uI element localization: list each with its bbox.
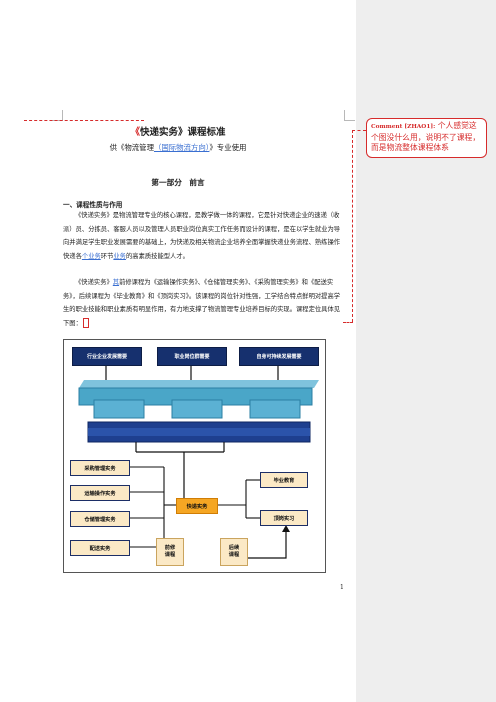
teal-block <box>171 399 223 419</box>
top-box: 行业企业发展需要 <box>72 347 142 366</box>
section-heading: 一、课程性质与作用 <box>63 201 123 209</box>
para1-end: 的高素质技能型人才。 <box>125 252 189 260</box>
teal-block <box>93 399 145 419</box>
prereq-box: 采购管理实务 <box>70 460 130 476</box>
prereq-box: 配送实务 <box>70 540 130 556</box>
comment-author: Comment [ZHAO1]: <box>371 124 436 130</box>
title-revision-line <box>24 120 144 121</box>
center-course-box: 快递实务 <box>176 498 218 514</box>
para1-revision-1: 个业务 <box>81 252 101 260</box>
prereq-box: 运输操作实务 <box>70 485 130 501</box>
para1-revision-2: 业务 <box>113 252 126 260</box>
top-box: 职业岗位群需要 <box>157 347 227 366</box>
comment-connector <box>352 130 366 131</box>
comment-anchor[interactable] <box>82 318 89 328</box>
prereq-label-box: 前修课程 <box>156 538 184 566</box>
review-comment[interactable]: Comment [ZHAO1]: 个人感觉这个图没什么用，说明不了课程，而是物流… <box>366 118 487 158</box>
prism-top-face <box>79 380 319 388</box>
para1-text: 《快递实务》是物流管理专业的核心课程，是教学做一体的课程，它是针对快递企业的速递… <box>63 212 341 260</box>
prereq-box: 仓储管理实务 <box>70 511 130 527</box>
paragraph-2: 《快递实务》其前修课程为《运输操作实务》、《仓储管理实务》、《采购管理实务》和《… <box>63 276 343 330</box>
top-box: 自身可持续发展需要 <box>239 347 319 366</box>
crop-mark <box>344 110 355 121</box>
document-subtitle: 供《物流管理（国际物流方向）》专业使用 <box>0 142 356 153</box>
document-page: 《快递实务》课程标准 供《物流管理（国际物流方向）》专业使用 第一部分 前言 一… <box>0 110 356 591</box>
diagram-graphics <box>78 366 319 559</box>
arrow-head <box>282 525 290 532</box>
paragraph-1: 《快递实务》是物流管理专业的核心课程，是教学做一体的课程，它是针对快递企业的速递… <box>63 209 343 263</box>
document-title: 《快递实务》课程标准 <box>0 124 356 138</box>
para2-revision: 其 <box>112 279 120 286</box>
comment-connector <box>343 322 353 323</box>
followup-box: 顶岗实习 <box>260 510 308 526</box>
para2-start: 《快递实务》 <box>75 279 113 286</box>
comment-text: 个人感觉这个图没什么用，说明不了课程，而是物流整体课程体系 <box>371 121 481 152</box>
teal-block <box>249 399 301 419</box>
followup-box: 毕业教育 <box>260 472 308 488</box>
prereq-label: 前修课程 <box>164 545 176 558</box>
page-number: 1 <box>340 584 344 591</box>
arrow-line <box>236 530 287 559</box>
subtitle-post: 》专业使用 <box>209 143 247 152</box>
title-prefix: 《 <box>130 127 140 138</box>
para1-mid: 环节 <box>100 252 114 260</box>
para2-text: 前修课程为《运输操作实务》、《仓储管理实务》、《采购管理实务》和《配送实务》，后… <box>63 279 341 327</box>
navy-band-highlight <box>88 428 310 436</box>
title-text: 快递实务》课程标准 <box>140 127 226 138</box>
followup-label-box: 后续课程 <box>220 538 248 566</box>
subtitle-revision: （国际物流方向） <box>153 143 210 152</box>
comment-margin <box>356 0 496 702</box>
followup-label: 后续课程 <box>228 545 240 558</box>
comment-connector <box>352 130 353 322</box>
part-heading: 第一部分 前言 <box>151 178 205 187</box>
course-position-diagram: 行业企业发展需要 职业岗位群需要 自身可持续发展需要 <box>63 339 326 573</box>
subtitle-pre: 供《物流管理 <box>109 143 154 152</box>
